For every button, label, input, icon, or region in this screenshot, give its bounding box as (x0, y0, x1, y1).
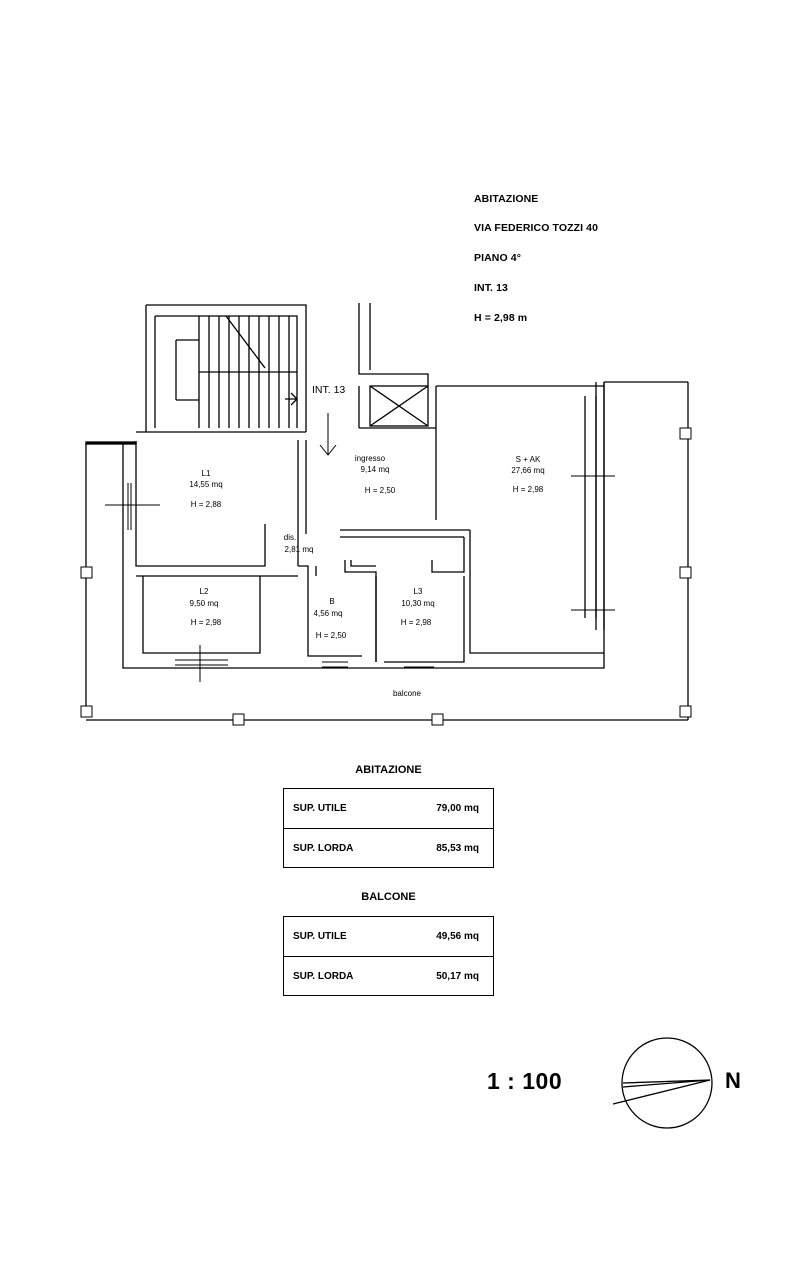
row-label: SUP. UTILE (293, 931, 347, 942)
room-b-area: 4,56 mq (314, 609, 343, 618)
abitazione-table-title: ABITAZIONE (355, 764, 422, 776)
header-unit: INT. 13 (474, 282, 508, 294)
room-l1-height: H = 2,88 (191, 500, 222, 509)
abitazione-table: SUP. UTILE 79,00 mq SUP. LORDA 85,53 mq (283, 788, 494, 868)
scale-label: 1 : 100 (487, 1068, 563, 1094)
table-row: SUP. UTILE 79,00 mq (284, 789, 493, 828)
room-ingresso-area: 9,14 mq (361, 465, 390, 474)
room-l3-height: H = 2,98 (401, 618, 432, 627)
room-s-ak-area: 27,66 mq (511, 466, 544, 475)
room-l3-area: 10,30 mq (401, 599, 434, 608)
openings (80, 413, 692, 726)
header-address: VIA FEDERICO TOZZI 40 (474, 222, 599, 234)
room-l2-area: 9,50 mq (190, 599, 219, 608)
room-s-ak-name: S + AK (516, 455, 541, 464)
room-s-ak-height: H = 2,98 (513, 485, 544, 494)
entrance-label: INT. 13 (312, 384, 345, 396)
header-height: H = 2,98 m (474, 312, 528, 324)
room-ingresso-name: ingresso (355, 454, 386, 463)
room-dis-name: dis. (284, 533, 296, 542)
room-b-name: B (329, 597, 334, 606)
table-row: SUP. LORDA 50,17 mq (284, 956, 493, 995)
room-l3-name: L3 (414, 587, 423, 596)
row-label: SUP. LORDA (293, 970, 354, 982)
table-row: SUP. LORDA 85,53 mq (284, 828, 493, 867)
header-floor: PIANO 4° (474, 252, 522, 264)
room-dis-area: 2,81 mq (285, 545, 314, 554)
row-value: 85,53 mq (436, 842, 479, 854)
north-label: N (725, 1068, 741, 1093)
row-value: 49,56 mq (436, 931, 479, 942)
row-label: SUP. LORDA (293, 842, 354, 854)
room-balcone-name: balcone (393, 689, 422, 698)
north-arrow-icon (612, 1037, 713, 1129)
balcone-table: SUP. UTILE 49,56 mq SUP. LORDA 50,17 mq (283, 916, 494, 996)
row-value: 50,17 mq (436, 970, 479, 982)
row-label: SUP. UTILE (293, 803, 347, 814)
header-title: ABITAZIONE (474, 193, 539, 205)
room-l2-name: L2 (200, 587, 209, 596)
room-b-height: H = 2,50 (316, 631, 347, 640)
table-row: SUP. UTILE 49,56 mq (284, 917, 493, 956)
balcone-table-title: BALCONE (361, 891, 416, 903)
room-l1-area: 14,55 mq (189, 480, 222, 489)
walls (85, 303, 689, 721)
room-l2-height: H = 2,98 (191, 618, 222, 627)
room-l1-name: L1 (202, 469, 211, 478)
room-ingresso-height: H = 2,50 (365, 486, 396, 495)
row-value: 79,00 mq (436, 803, 479, 814)
